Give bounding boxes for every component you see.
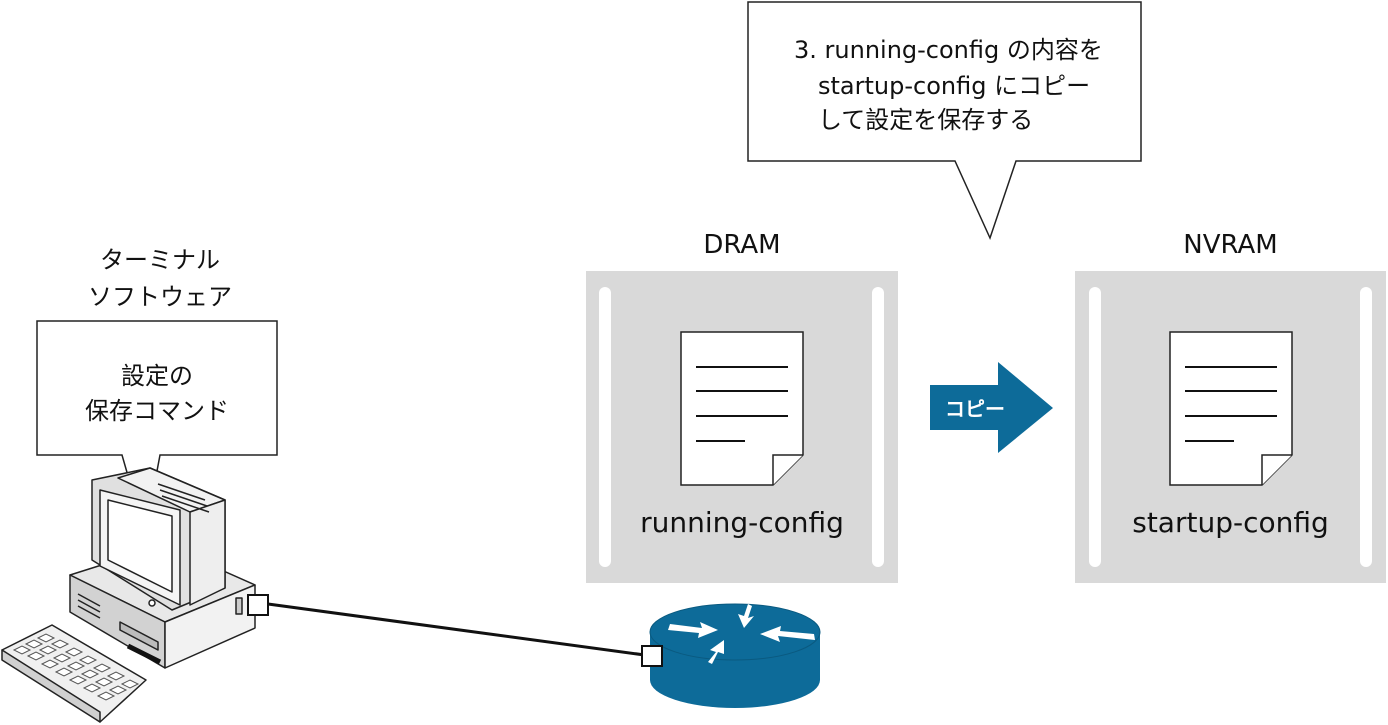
console-cable — [267, 602, 653, 658]
running-config-document-icon — [680, 331, 804, 486]
callout-line-3: して設定を保存する — [818, 106, 1034, 134]
bubble-line-1: 設定の — [121, 362, 193, 390]
keyboard-keys — [12, 633, 140, 701]
dram-title: DRAM — [703, 230, 781, 260]
copy-arrow-label: コピー — [945, 397, 1005, 421]
save-callout-bubble — [747, 1, 1142, 241]
startup-config-document-icon — [1169, 331, 1293, 486]
nvram-file-label: startup-config — [1132, 506, 1329, 539]
bubble-line-2: 保存コマンド — [85, 397, 229, 425]
terminal-label-line-2: ソフトウェア — [88, 283, 232, 311]
router-icon — [649, 603, 821, 708]
router-console-port — [641, 645, 663, 667]
terminal-computer-icon — [1, 467, 256, 723]
dram-file-label: running-config — [640, 506, 844, 539]
computer-console-port — [247, 594, 269, 616]
copy-arrow-icon — [930, 362, 1053, 453]
callout-line-2: startup-config にコピー — [818, 72, 1091, 100]
callout-line-1: 3. running-config の内容を — [794, 36, 1103, 64]
nvram-title: NVRAM — [1183, 230, 1278, 260]
terminal-label-line-1: ターミナル — [100, 246, 220, 274]
